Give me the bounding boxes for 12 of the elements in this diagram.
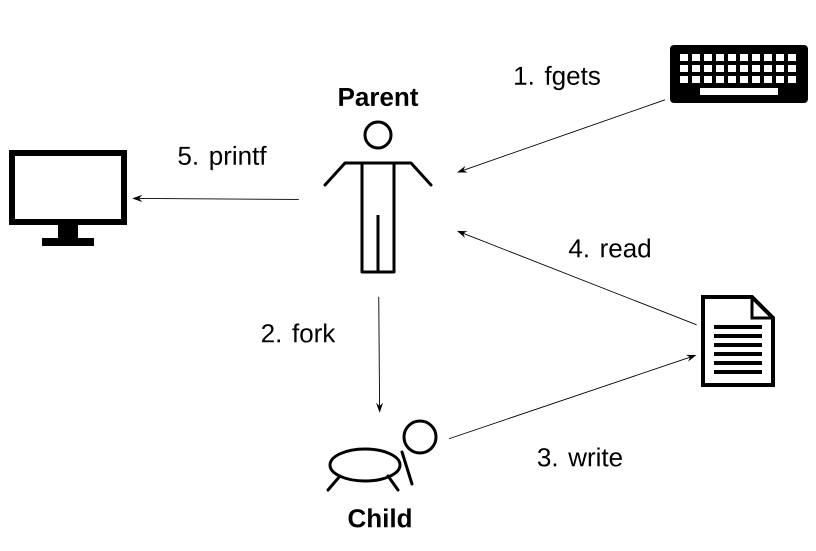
monitor-icon xyxy=(9,150,127,246)
document-icon xyxy=(701,295,775,387)
edge-label: 3. write xyxy=(536,446,624,468)
edge-label: 5. printf xyxy=(176,144,268,172)
edge-label: 1. fgets xyxy=(512,64,602,92)
edge-label: 2. fork xyxy=(260,322,336,344)
node-label: Child xyxy=(348,508,411,528)
figure-drawing: Child xyxy=(326,420,438,528)
edge-label: 4. read xyxy=(567,237,653,259)
node-label: Parent xyxy=(339,88,418,106)
figure-drawing: Parent xyxy=(324,88,432,274)
keyboard-icon xyxy=(670,45,808,103)
